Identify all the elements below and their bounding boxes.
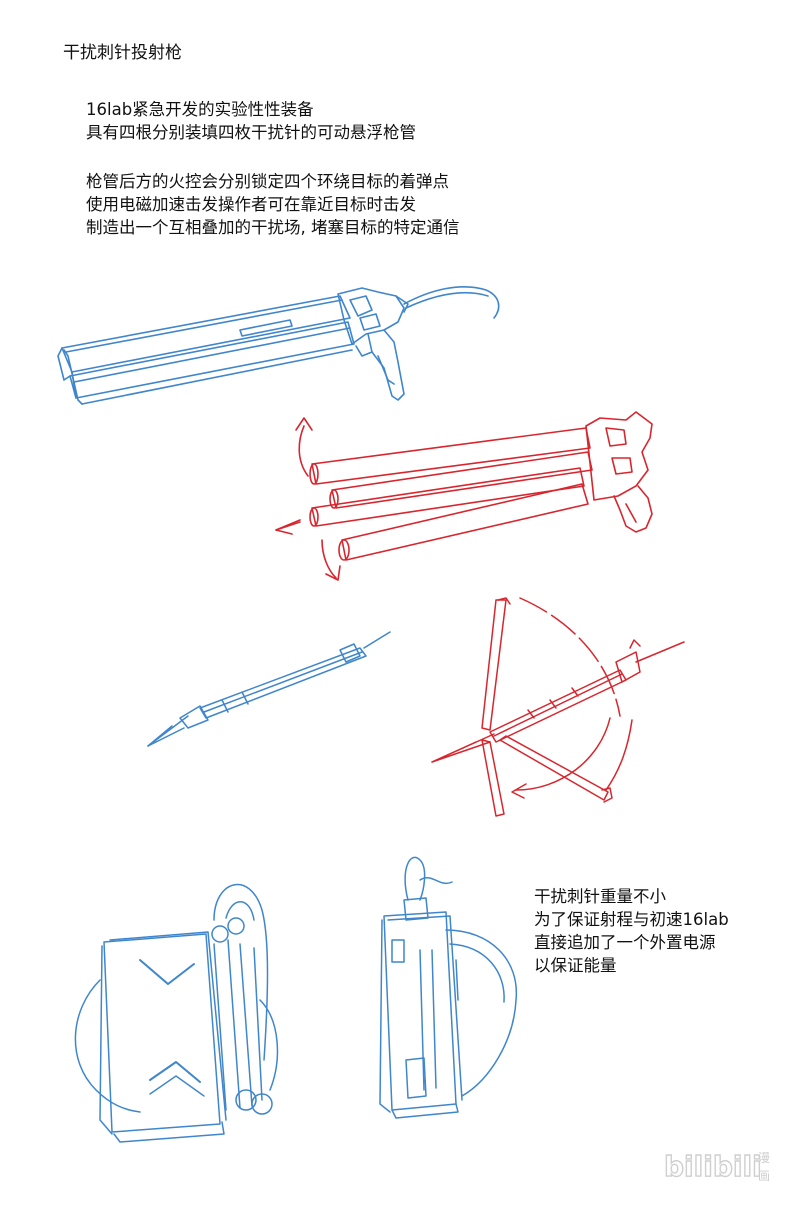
svg-text:画: 画 (758, 1169, 770, 1183)
gun-sketch-red (275, 411, 653, 581)
description-line: 具有四根分别装填四枚干扰针的可动悬浮枪管 (86, 123, 416, 142)
backpack-side-sketch (379, 856, 518, 1119)
svg-text:bilibili: bilibili (664, 1150, 762, 1183)
description-paragraph-1: 16lab紧急开发的实验性性装备 具有四根分别装填四枚干扰针的可动悬浮枪管 (86, 98, 416, 144)
note-line: 以保证能量 (534, 956, 617, 975)
note-line: 干扰刺针重量不小 (534, 887, 666, 906)
page-title: 干扰刺针投射枪 (63, 43, 182, 63)
description-line: 制造出一个互相叠加的干扰场, 堵塞目标的特定通信 (86, 218, 460, 237)
description-line: 16lab紧急开发的实验性性装备 (86, 100, 314, 119)
needle-sketch-blue (147, 631, 391, 747)
svg-text:漫: 漫 (758, 1151, 770, 1165)
note-line: 直接追加了一个外置电源 (534, 933, 716, 952)
gun-sketch-blue (57, 286, 500, 405)
bilibili-manga-logo: bilibili 漫 画 (664, 1149, 770, 1183)
note-line: 为了保证射程与初速16lab (534, 910, 729, 929)
backpack-note: 干扰刺针重量不小 为了保证射程与初速16lab 直接追加了一个外置电源 以保证能… (534, 885, 729, 977)
description-paragraph-2: 枪管后方的火控会分别锁定四个环绕目标的着弹点 使用电磁加速击发操作者可在靠近目标… (86, 170, 460, 239)
description-line: 枪管后方的火控会分别锁定四个环绕目标的着弹点 (86, 172, 449, 191)
backpack-front-sketch (74, 883, 279, 1143)
needle-sketch-red (431, 597, 685, 817)
description-line: 使用电磁加速击发操作者可在靠近目标时击发 (86, 195, 416, 214)
